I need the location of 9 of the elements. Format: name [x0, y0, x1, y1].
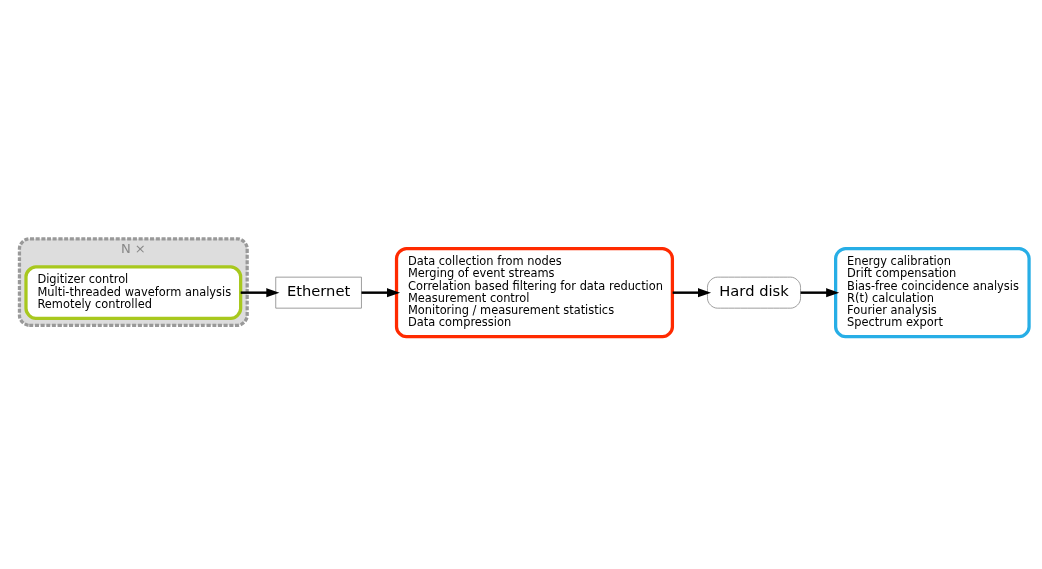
node-box: Hard disk: [707, 276, 801, 309]
arrow: [800, 288, 840, 298]
arrow: [240, 288, 280, 298]
node-box: Digitizer control Multi-threaded waveform analysis Remotely controlled: [24, 265, 243, 320]
node-box: Energy calibration Drift compensation Bias-free coincidence analysis R(t) calculation Fourier analysis Spectrum export: [834, 246, 1031, 339]
arrow: [361, 288, 401, 298]
node-box: Ethernet: [275, 276, 362, 309]
node-box: Data collection from nodes Merging of event streams Correlation based filtering for data reduction Measurement control Monitoring / measurement statistics Data compression: [394, 246, 675, 339]
arrow: [672, 288, 712, 298]
